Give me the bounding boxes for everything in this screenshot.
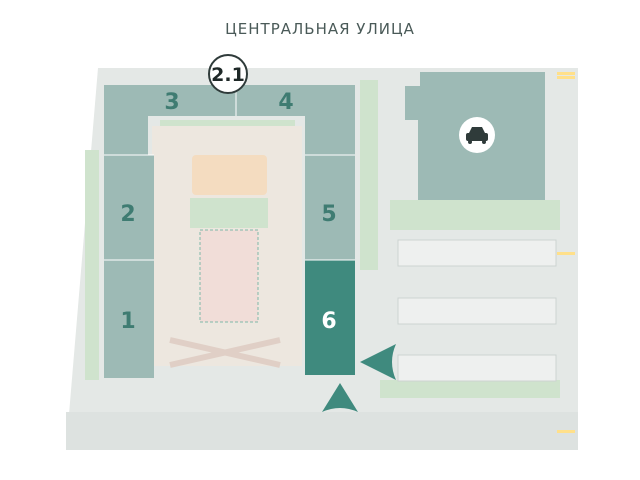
- building-6: [305, 260, 355, 375]
- parking-row: [397, 239, 557, 267]
- car-icon: [466, 127, 488, 144]
- residential-buildings: [104, 85, 355, 378]
- building-3: [104, 85, 236, 155]
- parking-garage-building: [405, 72, 545, 200]
- courtyard: [152, 126, 302, 368]
- building-labels: 3 4 2 5 1 6: [120, 90, 336, 334]
- playground-area: [192, 155, 267, 195]
- building-label-2: 2: [120, 202, 135, 227]
- entrance-markers: [322, 344, 396, 412]
- building-label-4: 4: [278, 90, 293, 115]
- building-5: [305, 155, 355, 260]
- sports-court: [199, 229, 259, 323]
- parking-row: [397, 297, 557, 325]
- building-label-1: 1: [120, 309, 135, 334]
- building-label-6: 6: [321, 309, 336, 334]
- building-2: [104, 155, 154, 260]
- entrance-arrow-right: [360, 344, 396, 380]
- building-label-2-1: 2.1: [211, 64, 245, 86]
- parking-row: [397, 354, 557, 382]
- street-name-label: ЦЕНТРАЛЬНАЯ УЛИЦА: [225, 20, 415, 38]
- lawn-area: [190, 198, 268, 228]
- building-label-3: 3: [164, 90, 179, 115]
- crosswalks: [557, 72, 575, 433]
- building-badge-2-1: 2.1: [208, 54, 248, 94]
- building-1: [104, 260, 154, 378]
- building-label-5: 5: [321, 202, 336, 227]
- parking-lots: [397, 239, 557, 382]
- building-4: [236, 85, 355, 155]
- entrance-arrow-bottom: [322, 383, 358, 412]
